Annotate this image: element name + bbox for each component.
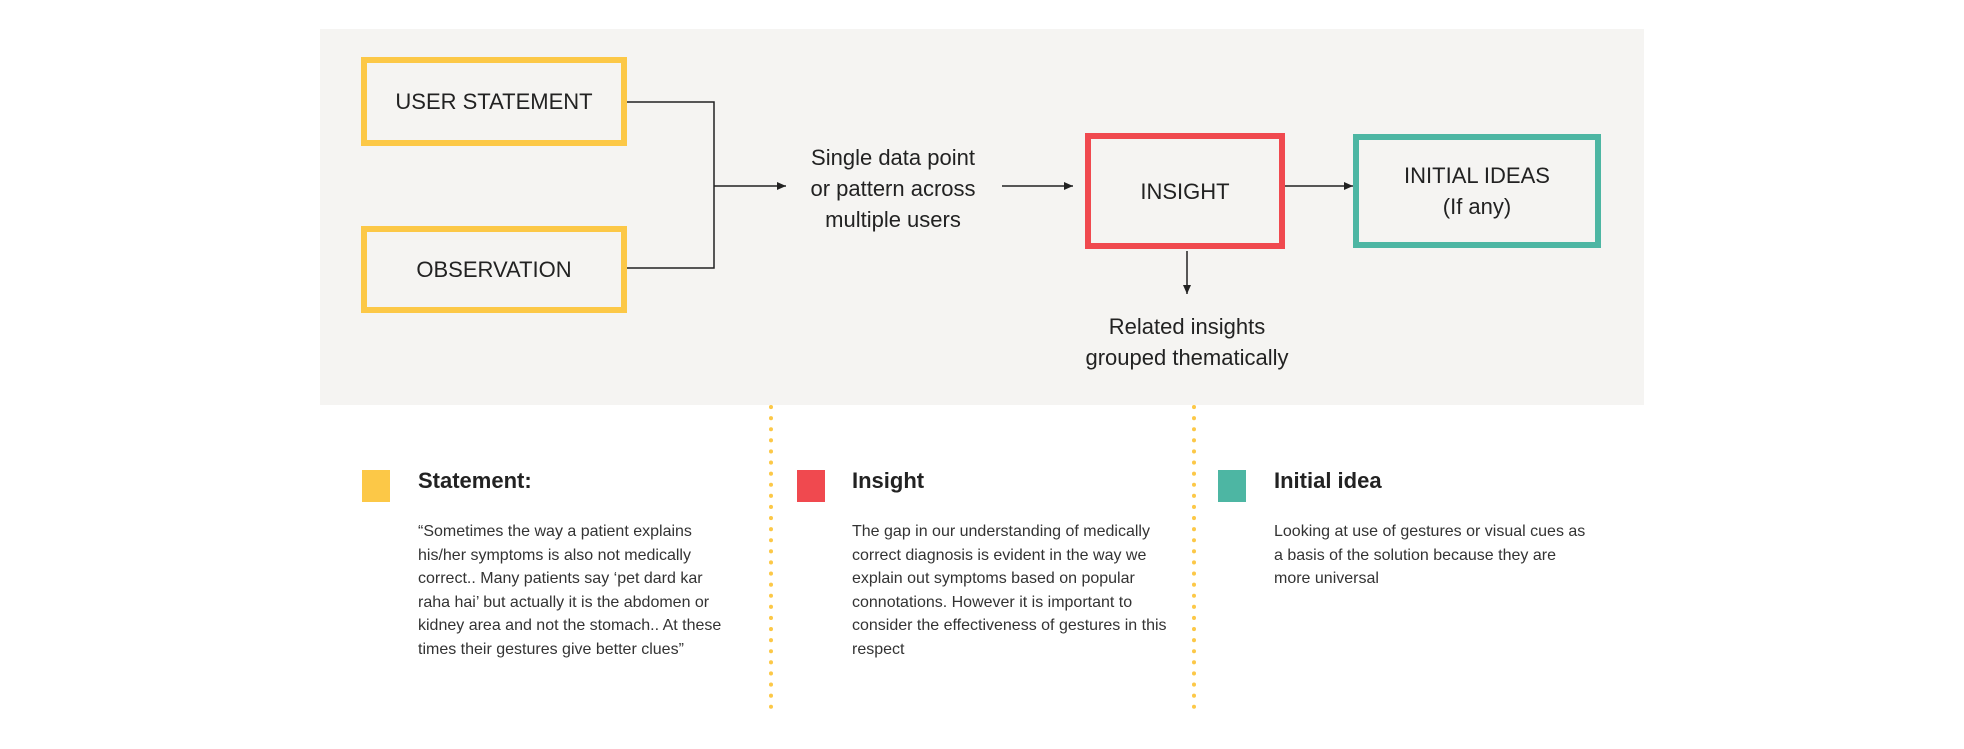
insight-label: INSIGHT [1140,178,1230,204]
initial-idea-swatch [1218,470,1246,502]
insight-title: Insight [852,468,925,493]
statement-body: “Sometimes the way a patient explains hi… [418,523,722,658]
insight-box: INSIGHT [1085,133,1285,249]
initial-idea-title: Initial idea [1274,468,1382,493]
flow-panel [320,29,1644,405]
user-statement-label: USER STATEMENT [395,89,593,114]
data-point-line: Single data point [811,145,975,170]
insight-body: The gap in our understanding of medicall… [852,523,1167,658]
related-insights-line: Related insights [1108,314,1266,339]
data-point-text: Single data point or pattern across mult… [793,142,993,235]
data-point-line: multiple users [825,207,961,232]
insight-swatch [797,470,825,502]
observation-label: OBSERVATION [416,257,572,282]
related-insights-text: Related insights grouped thematically [1062,311,1312,373]
initial-ideas-box: INITIAL IDEAS (If any) [1353,134,1601,248]
data-point-line: or pattern across [810,176,976,201]
initial-ideas-line: (If any) [1442,194,1512,219]
initial-idea-body: Looking at use of gestures or visual cue… [1274,523,1586,587]
user-statement-box: USER STATEMENT [361,57,627,146]
initial-ideas-line: INITIAL IDEAS [1404,163,1550,188]
statement-swatch [362,470,390,502]
observation-box: OBSERVATION [361,226,627,313]
related-insights-line: grouped thematically [1085,345,1289,370]
statement-title: Statement: [418,468,532,493]
